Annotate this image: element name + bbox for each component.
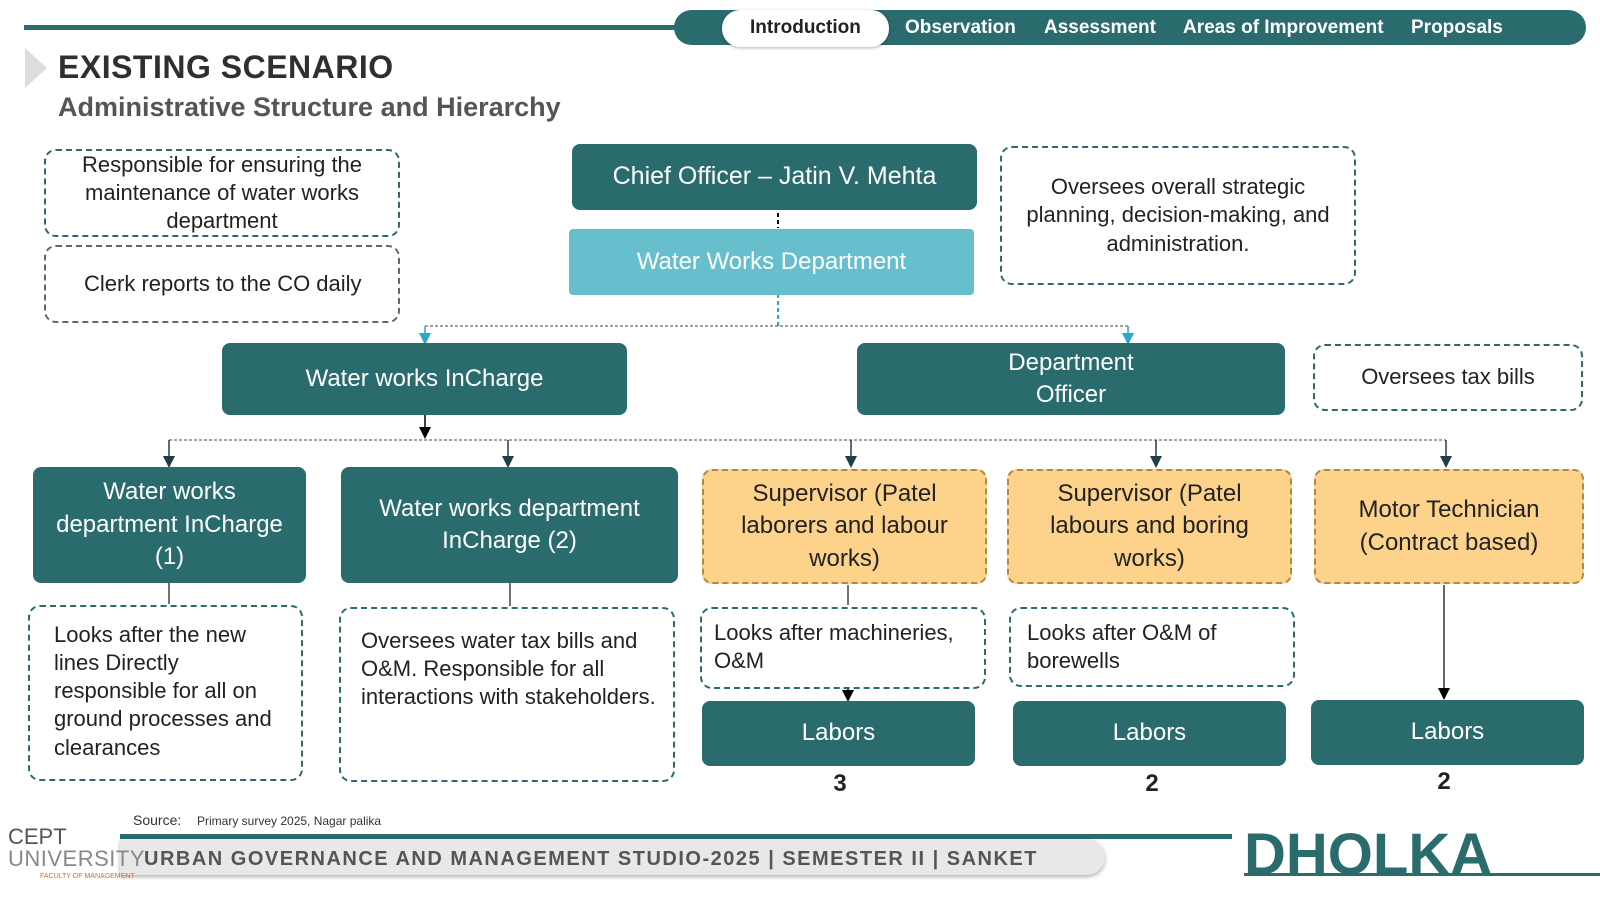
source-value: Primary survey 2025, Nagar palika [197,814,382,828]
cept-logo-line3: FACULTY OF MANAGEMENT [40,873,135,880]
footer-rule [120,834,1232,839]
cept-logo-line2: UNIVERSITY [8,846,146,871]
supervisor-1-role-note: Looks after machineries, O&M [700,607,986,689]
labors-box: Labors [702,701,975,766]
studio-label: URBAN GOVERNANCE AND MANAGEMENT STUDIO-2… [144,848,1038,870]
tab-introduction[interactable]: Introduction [722,10,889,47]
section-nav: Introduction Observation Assessment Area… [674,10,1586,47]
clerk-note: Clerk reports to the CO daily [44,245,400,323]
incharge-2-role-note: Oversees water tax bills and O&M. Respon… [339,607,675,782]
water-works-incharge-box: Water works InCharge [222,343,627,415]
chief-officer-box: Chief Officer – Jatin V. Mehta [572,144,977,210]
page-subtitle: Administrative Structure and Hierarchy [58,92,561,122]
city-underline [1244,873,1600,876]
wwd-incharge-2-box: Water works department InCharge (2) [341,467,678,583]
chief-role-note: Oversees overall strategic planning, dec… [1000,146,1356,285]
tab-observation[interactable]: Observation [905,17,1016,38]
source-label: Source: [133,812,182,828]
tab-assessment[interactable]: Assessment [1044,17,1156,38]
wwd-incharge-1-box: Water works department InCharge (1) [33,467,306,583]
tab-areas-of-improvement[interactable]: Areas of Improvement [1183,17,1384,38]
motor-technician-box: Motor Technician (Contract based) [1314,469,1584,584]
supervisor-2-role-note: Looks after O&M of borewells [1009,607,1295,687]
supervisor-1-box: Supervisor (Patel laborers and labour wo… [702,469,987,584]
footer-band [120,839,1105,875]
labors-box: Labors [1311,700,1584,765]
department-officer-box: Department Officer [857,343,1285,415]
page-title: EXISTING SCENARIO [58,49,394,85]
labor-count: 3 [833,770,847,797]
title-chevron-icon [25,48,47,88]
labor-count: 2 [1145,770,1159,797]
labor-count: 2 [1437,768,1451,795]
maintenance-note: Responsible for ensuring the maintenance… [44,149,400,237]
tab-proposals[interactable]: Proposals [1411,17,1503,38]
tax-bills-note: Oversees tax bills [1313,344,1583,411]
header-rule [24,25,676,30]
supervisor-2-box: Supervisor (Patel labours and boring wor… [1007,469,1292,584]
water-works-department-box: Water Works Department [569,229,974,295]
cept-logo-line1: CEPT [8,824,67,849]
incharge-1-role-note: Looks after the new lines Directly respo… [28,605,303,781]
labors-box: Labors [1013,701,1286,766]
